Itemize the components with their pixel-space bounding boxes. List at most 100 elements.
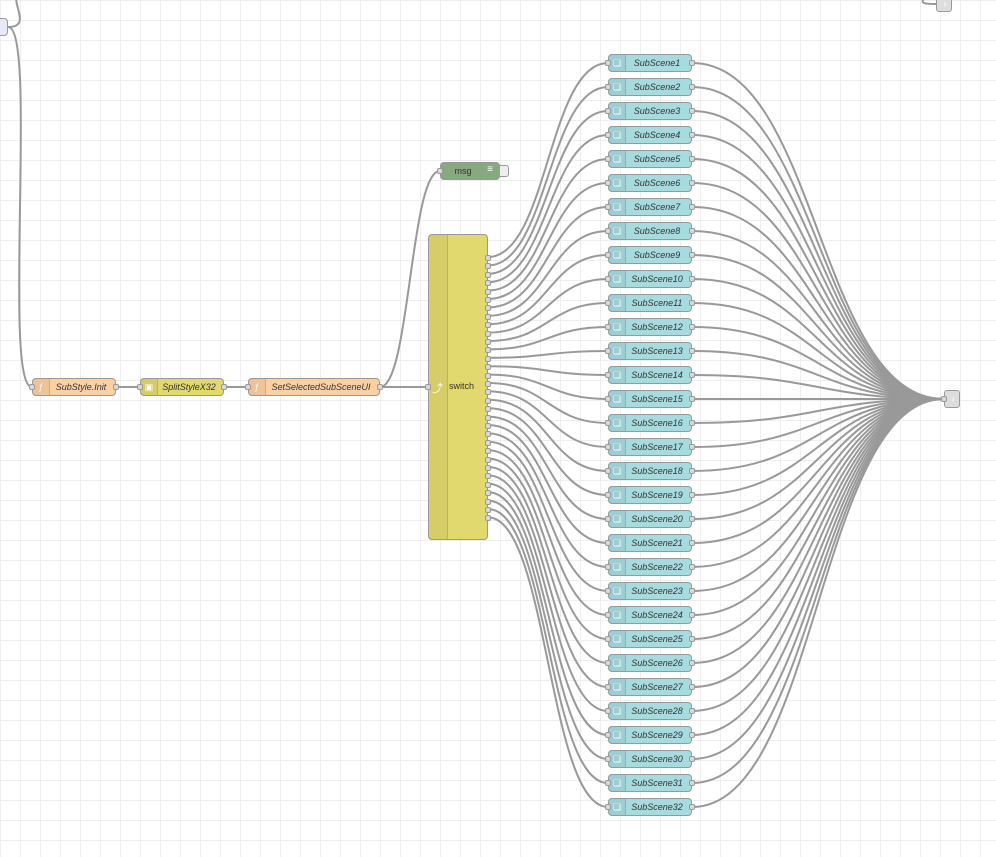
wire[interactable] xyxy=(691,374,945,400)
output-port[interactable] xyxy=(689,756,695,762)
output-port[interactable] xyxy=(689,84,695,90)
subflow-node-subscene[interactable]: ❏SubScene22 xyxy=(605,558,695,576)
input-port[interactable] xyxy=(605,564,611,570)
output-port[interactable] xyxy=(689,492,695,498)
input-port[interactable] xyxy=(605,540,611,546)
wire[interactable] xyxy=(379,170,441,388)
wire[interactable] xyxy=(691,254,945,400)
switch-output-port[interactable] xyxy=(485,347,491,354)
wire[interactable] xyxy=(691,86,945,400)
output-port[interactable] xyxy=(689,276,695,282)
wire[interactable] xyxy=(487,62,609,258)
wire[interactable] xyxy=(691,398,945,424)
input-port[interactable] xyxy=(605,516,611,522)
output-port[interactable] xyxy=(689,372,695,378)
subflow-node-subscene[interactable]: ❏SubScene21 xyxy=(605,534,695,552)
input-port[interactable] xyxy=(605,348,611,354)
input-port[interactable] xyxy=(605,804,611,810)
switch-output-port[interactable] xyxy=(485,322,491,329)
input-port[interactable] xyxy=(605,684,611,690)
output-port[interactable] xyxy=(689,132,695,138)
output-port[interactable] xyxy=(689,468,695,474)
wire[interactable] xyxy=(691,398,945,784)
input-port[interactable] xyxy=(605,420,611,426)
switch-output-port[interactable] xyxy=(485,364,491,371)
switch-output-port[interactable] xyxy=(485,439,491,446)
output-port[interactable] xyxy=(221,384,227,390)
link-out-node-top[interactable]: › xyxy=(936,0,952,12)
switch-output-port[interactable] xyxy=(485,313,491,320)
subflow-node-subscene[interactable]: ❏SubScene7 xyxy=(605,198,695,216)
output-port[interactable] xyxy=(689,636,695,642)
function-node-set-selected[interactable]: ƒ SetSelectedSubSceneUI xyxy=(245,378,383,396)
input-port[interactable] xyxy=(137,384,143,390)
input-port[interactable] xyxy=(605,372,611,378)
output-port[interactable] xyxy=(689,108,695,114)
switch-output-port[interactable] xyxy=(485,507,491,513)
subflow-node-subscene[interactable]: ❏SubScene8 xyxy=(605,222,695,240)
subflow-node-subscene[interactable]: ❏SubScene11 xyxy=(605,294,695,312)
wire[interactable] xyxy=(487,398,609,472)
input-port[interactable] xyxy=(605,612,611,618)
wire[interactable] xyxy=(487,516,609,808)
wire[interactable] xyxy=(487,449,609,616)
wire[interactable] xyxy=(691,326,945,400)
switch-output-port[interactable] xyxy=(485,397,491,404)
switch-output-port[interactable] xyxy=(485,263,491,270)
subflow-node-subscene[interactable]: ❏SubScene17 xyxy=(605,438,695,456)
output-port[interactable] xyxy=(689,804,695,810)
switch-output-port[interactable] xyxy=(485,355,491,362)
wire[interactable] xyxy=(691,278,945,400)
switch-output-port[interactable] xyxy=(485,465,491,471)
output-port[interactable] xyxy=(689,708,695,714)
subflow-node-subscene[interactable]: ❏SubScene18 xyxy=(605,462,695,480)
input-port[interactable] xyxy=(605,468,611,474)
input-port[interactable] xyxy=(605,108,611,114)
output-port[interactable] xyxy=(689,156,695,162)
subflow-node-subscene[interactable]: ❏SubScene9 xyxy=(605,246,695,264)
wire[interactable] xyxy=(691,398,945,760)
wire[interactable] xyxy=(487,182,609,300)
output-port[interactable] xyxy=(689,660,695,666)
wire[interactable] xyxy=(487,134,609,284)
debug-toggle-button[interactable] xyxy=(499,165,509,177)
input-port[interactable] xyxy=(605,660,611,666)
wire[interactable] xyxy=(487,440,609,592)
wire[interactable] xyxy=(691,398,945,448)
subflow-node-subscene[interactable]: ❏SubScene25 xyxy=(605,630,695,648)
switch-output-port[interactable] xyxy=(485,271,491,278)
switch-output-port[interactable] xyxy=(485,389,491,396)
switch-output-port[interactable] xyxy=(485,448,491,455)
subflow-node-subscene[interactable]: ❏SubScene20 xyxy=(605,510,695,528)
wire[interactable] xyxy=(910,0,937,5)
wire[interactable] xyxy=(487,424,609,544)
output-port[interactable] xyxy=(689,588,695,594)
switch-output-port[interactable] xyxy=(485,431,491,438)
wire[interactable] xyxy=(487,206,609,309)
wire[interactable] xyxy=(487,382,609,424)
wire[interactable] xyxy=(691,134,945,400)
input-port[interactable] xyxy=(605,780,611,786)
output-port[interactable] xyxy=(113,384,119,390)
input-port[interactable] xyxy=(605,60,611,66)
subflow-node-subscene[interactable]: ❏SubScene16 xyxy=(605,414,695,432)
switch-output-port[interactable] xyxy=(485,288,491,295)
subflow-node-subscene[interactable]: ❏SubScene13 xyxy=(605,342,695,360)
wire[interactable] xyxy=(7,26,33,388)
offscreen-node[interactable] xyxy=(0,18,8,36)
wire[interactable] xyxy=(691,398,945,592)
wire[interactable] xyxy=(691,230,945,400)
wire[interactable] xyxy=(487,230,609,317)
wire[interactable] xyxy=(691,206,945,400)
subflow-node-subscene[interactable]: ❏SubScene6 xyxy=(605,174,695,192)
output-port[interactable] xyxy=(689,204,695,210)
wire[interactable] xyxy=(487,432,609,568)
wire[interactable] xyxy=(487,466,609,664)
output-port[interactable] xyxy=(689,60,695,66)
switch-output-port[interactable] xyxy=(485,456,491,463)
switch-output-port[interactable] xyxy=(485,297,491,303)
wire[interactable] xyxy=(487,365,609,376)
output-port[interactable] xyxy=(689,780,695,786)
wire[interactable] xyxy=(487,491,609,736)
switch-output-port[interactable] xyxy=(485,381,491,387)
